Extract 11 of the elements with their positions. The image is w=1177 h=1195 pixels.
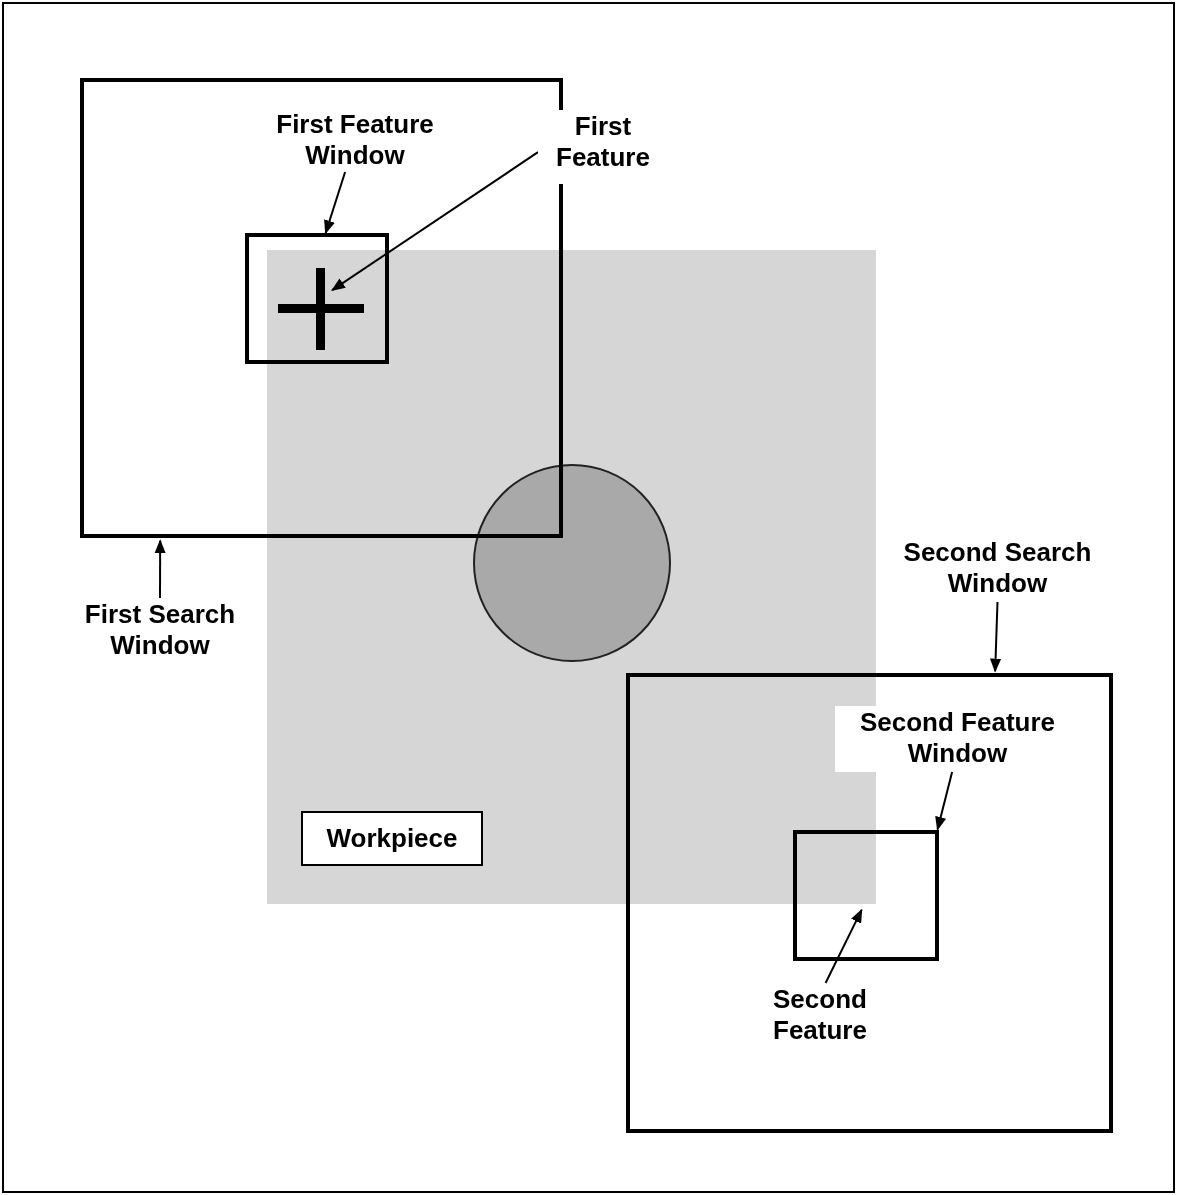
- window-frame: [245, 233, 389, 364]
- leader-arrow: [935, 771, 954, 831]
- name-tag: Workpiece: [301, 811, 483, 866]
- cross-mark-icon: [278, 268, 364, 350]
- leader-arrow: [324, 171, 347, 235]
- leader-arrow: [990, 601, 1002, 673]
- leader-arrow: [331, 151, 539, 292]
- leader-arrow: [154, 539, 166, 599]
- window-frame: [626, 673, 1113, 1133]
- window-frame: [793, 830, 939, 961]
- leader-arrow: [824, 908, 863, 984]
